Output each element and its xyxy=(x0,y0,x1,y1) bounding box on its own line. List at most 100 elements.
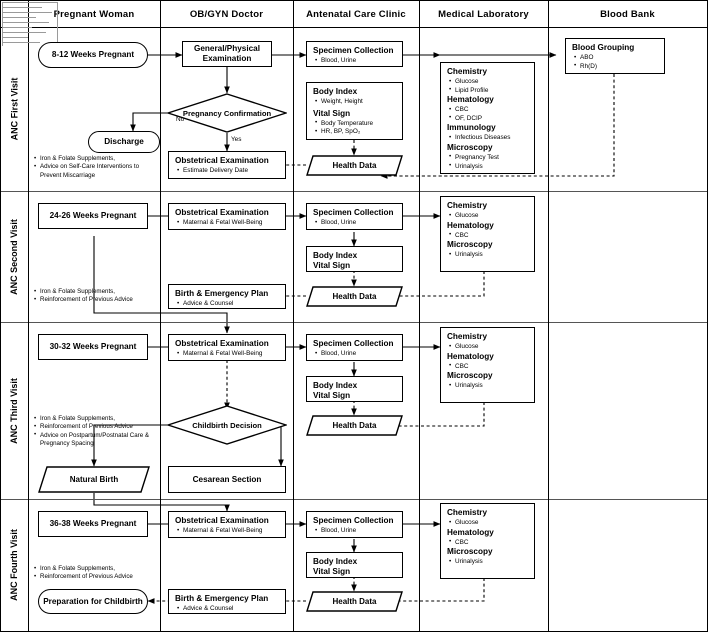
node-body-index-vital-sign-1[interactable]: Body Index Weight, Height Vital Sign Bod… xyxy=(306,82,403,140)
decision-childbirth-decision[interactable]: Childbirth Decision xyxy=(167,405,287,445)
row-header-anc-first-visit: ANC First Visit xyxy=(0,27,28,191)
node-medical-laboratory-3[interactable]: Chemistry Glucose Hematology CBC Microsc… xyxy=(440,327,535,403)
node-preparation-for-childbirth[interactable]: Preparation for Childbirth xyxy=(38,589,148,614)
lab-group-microscopy: Microscopy xyxy=(447,142,493,152)
lab-items-microscopy: Pregnancy Test Urinalysis xyxy=(447,153,528,171)
grid-col-rowhdr xyxy=(28,0,29,632)
grid-col-2 xyxy=(293,0,294,632)
node-label-2: Vital Sign xyxy=(313,391,351,400)
node-specimen-collection-1[interactable]: Specimen Collection Blood, Urine xyxy=(306,41,403,67)
decision-pregnancy-confirmation[interactable]: Pregnancy Confirmation xyxy=(167,93,287,133)
lab-items-hematology: CBC xyxy=(447,231,528,241)
row-header-label: ANC Second Visit xyxy=(9,218,20,295)
node-label: Body Index xyxy=(313,557,358,566)
grid-line-row2 xyxy=(0,322,708,323)
node-label: Specimen Collection xyxy=(313,516,394,525)
column-header-obgyn-doctor: OB/GYN Doctor xyxy=(189,8,264,20)
node-birth-emergency-plan-2[interactable]: Birth & Emergency Plan Advice & Counsel xyxy=(168,284,286,309)
decision-label: Pregnancy Confirmation xyxy=(167,93,287,133)
node-label: Health Data xyxy=(306,415,403,436)
lab-group-microscopy: Microscopy xyxy=(447,547,493,557)
grid-line-row1 xyxy=(0,191,708,192)
node-label: Birth & Emergency Plan xyxy=(175,289,269,298)
node-birth-emergency-plan-4[interactable]: Birth & Emergency Plan Advice & Counsel xyxy=(168,589,286,614)
node-label: 36-38 Weeks Pregnant xyxy=(49,519,137,528)
notes-row-3: Iron & Folate Supplements, Reinforcement… xyxy=(34,414,160,449)
lab-items-hematology: CBC OF, DCIP xyxy=(447,106,528,123)
node-label: Obstetrical Examination xyxy=(175,339,269,348)
node-label: Discharge xyxy=(104,137,144,146)
node-specimen-collection-4[interactable]: Specimen Collection Blood, Urine xyxy=(306,511,403,538)
lab-items-microscopy: Urinalysis xyxy=(447,558,528,567)
node-24-26-weeks-pregnant[interactable]: 24-26 Weeks Pregnant xyxy=(38,203,148,229)
node-specimen-collection-3[interactable]: Specimen Collection Blood, Urine xyxy=(306,334,403,361)
node-general-physical-examination[interactable]: General/Physical Examination xyxy=(182,41,272,67)
node-label: Body Index xyxy=(313,87,358,96)
lab-items-microscopy: Urinalysis xyxy=(447,251,528,260)
node-text: Health Data xyxy=(332,597,377,606)
node-label: 8-12 Weeks Pregnant xyxy=(51,50,135,59)
node-36-38-weeks-pregnant[interactable]: 36-38 Weeks Pregnant xyxy=(38,511,148,537)
node-obstetrical-examination-3[interactable]: Obstetrical Examination Maternal & Fetal… xyxy=(168,334,286,361)
node-health-data-4[interactable]: Health Data xyxy=(306,591,403,612)
legend-thumbnail xyxy=(2,2,58,46)
grid-line-row3 xyxy=(0,499,708,500)
node-blood-grouping[interactable]: Blood Grouping ABO Rh(D) xyxy=(565,38,665,74)
node-label: Health Data xyxy=(306,591,403,612)
node-health-data-2[interactable]: Health Data xyxy=(306,286,403,307)
lab-group-chemistry: Chemistry xyxy=(447,332,488,341)
node-8-12-weeks-pregnant[interactable]: 8-12 Weeks Pregnant xyxy=(38,42,148,68)
node-label: Specimen Collection xyxy=(313,339,394,348)
node-text: Health Data xyxy=(332,161,377,170)
node-label: Blood Grouping xyxy=(572,43,635,52)
node-medical-laboratory-1[interactable]: Chemistry Glucose Lipid Profile Hematolo… xyxy=(440,62,535,174)
lab-group-hematology: Hematology xyxy=(447,220,494,230)
node-items: Maternal & Fetal Well-Being xyxy=(175,527,279,536)
lab-items-chemistry: Glucose xyxy=(447,343,528,352)
node-obstetrical-examination-1[interactable]: Obstetrical Examination Estimate Deliver… xyxy=(168,151,286,179)
node-text: Health Data xyxy=(332,421,377,430)
row-header-label: ANC Third Visit xyxy=(9,377,19,444)
node-medical-laboratory-2[interactable]: Chemistry Glucose Hematology CBC Microsc… xyxy=(440,196,535,272)
node-items: Advice & Counsel xyxy=(175,300,279,309)
node-body-index-vital-sign-2[interactable]: Body Index Vital Sign xyxy=(306,246,403,272)
node-specimen-collection-2[interactable]: Specimen Collection Blood, Urine xyxy=(306,203,403,230)
node-label: Preparation for Childbirth xyxy=(43,596,143,606)
node-cesarean-section[interactable]: Cesarean Section xyxy=(168,466,286,493)
lab-items-hematology: CBC xyxy=(447,538,528,548)
node-items-2: Body Temperature HR, BP, SpO₂ xyxy=(313,119,396,137)
node-label: Natural Birth xyxy=(38,466,150,493)
node-label: 24-26 Weeks Pregnant xyxy=(49,211,137,220)
node-label: Birth & Emergency Plan xyxy=(175,594,269,603)
grid-line-header xyxy=(0,27,708,28)
node-discharge[interactable]: Discharge xyxy=(88,131,160,153)
column-header-blood-bank: Blood Bank xyxy=(600,8,655,20)
node-label: Cesarean Section xyxy=(192,474,262,484)
node-health-data-3[interactable]: Health Data xyxy=(306,415,403,436)
node-items: Weight, Height xyxy=(313,98,396,107)
node-obstetrical-examination-2[interactable]: Obstetrical Examination Maternal & Fetal… xyxy=(168,203,286,230)
node-body-index-vital-sign-3[interactable]: Body Index Vital Sign xyxy=(306,376,403,402)
lab-group-hematology: Hematology xyxy=(447,95,494,105)
lab-group-chemistry: Chemistry xyxy=(447,201,488,210)
decision-text: Pregnancy Confirmation xyxy=(182,108,272,118)
node-obstetrical-examination-4[interactable]: Obstetrical Examination Maternal & Fetal… xyxy=(168,511,286,538)
node-body-index-vital-sign-4[interactable]: Body Index Vital Sign xyxy=(306,552,403,578)
node-label: Obstetrical Examination xyxy=(175,516,269,525)
row-header-label: ANC Fourth Visit xyxy=(9,529,19,601)
grid-line-top xyxy=(0,0,708,1)
column-header-antenatal-care-clinic: Antenatal Care Clinic xyxy=(306,8,406,20)
node-items: Blood, Urine xyxy=(313,527,396,536)
node-text: Natural Birth xyxy=(69,475,119,484)
notes-row-1: Iron & Folate Supplements, Advice on Sel… xyxy=(34,154,156,180)
node-label-2: Vital Sign xyxy=(313,261,351,270)
node-items: Blood, Urine xyxy=(313,57,396,66)
node-30-32-weeks-pregnant[interactable]: 30-32 Weeks Pregnant xyxy=(38,334,148,360)
lab-group-chemistry: Chemistry xyxy=(447,508,488,517)
node-label: Obstetrical Examination xyxy=(175,208,269,217)
lab-group-microscopy: Microscopy xyxy=(447,371,493,381)
node-natural-birth[interactable]: Natural Birth xyxy=(38,466,150,493)
node-medical-laboratory-4[interactable]: Chemistry Glucose Hematology CBC Microsc… xyxy=(440,503,535,579)
node-health-data-1[interactable]: Health Data xyxy=(306,155,403,176)
